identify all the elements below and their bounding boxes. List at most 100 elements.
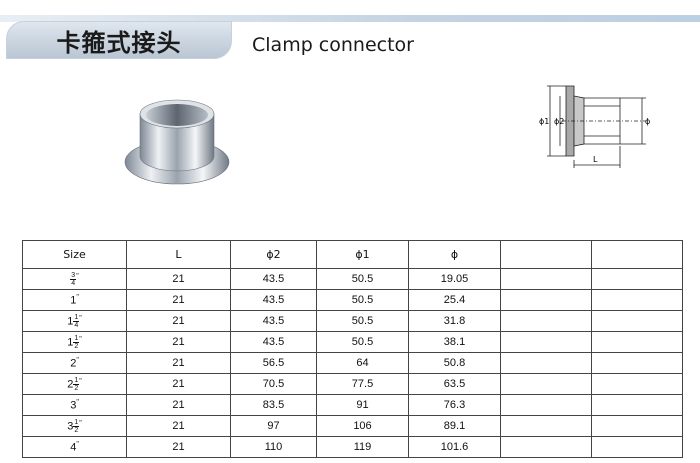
empty-cell: [500, 352, 592, 374]
empty-cell: [500, 310, 592, 332]
empty-cell: [500, 436, 592, 458]
phi2-cell: 83.5: [230, 394, 317, 416]
inch-mark: ": [79, 335, 82, 343]
column-header: [500, 240, 592, 269]
length-cell: 21: [126, 352, 231, 374]
header-bar: [0, 15, 700, 22]
empty-cell: [500, 289, 592, 311]
phi2-cell: 43.5: [230, 268, 317, 290]
phi-cell: 19.05: [408, 268, 501, 290]
empty-cell: [591, 373, 683, 395]
empty-cell: [591, 289, 683, 311]
phi-cell: 38.1: [408, 331, 501, 353]
phi-cell: 31.8: [408, 310, 501, 332]
technical-drawing: ϕ1 ϕ2 ϕ L: [539, 85, 650, 168]
phi2-cell: 43.5: [230, 331, 317, 353]
empty-cell: [591, 436, 683, 458]
phi-cell: 101.6: [408, 436, 501, 458]
title-box: 卡箍式接头: [6, 21, 232, 59]
inch-mark: ": [76, 398, 79, 406]
column-header: [591, 240, 683, 269]
product-photo: [124, 99, 230, 185]
size-cell: 4": [22, 436, 127, 458]
column-header: ϕ2: [230, 240, 317, 269]
length-cell: 21: [126, 289, 231, 311]
size-whole: 1: [67, 314, 74, 327]
column-header: ϕ1: [316, 240, 409, 269]
inch-mark: ": [79, 314, 82, 322]
phi1-cell: 50.5: [316, 331, 409, 353]
phi2-cell: 110: [230, 436, 317, 458]
phi2-cell: 43.5: [230, 289, 317, 311]
inch-mark: ": [79, 419, 82, 427]
empty-cell: [591, 352, 683, 374]
phi-cell: 50.8: [408, 352, 501, 374]
phi1-label: ϕ1: [539, 117, 549, 126]
length-cell: 21: [126, 373, 231, 395]
inch-mark: ": [76, 272, 79, 280]
page-title: 卡箍式接头: [56, 28, 182, 57]
phi1-cell: 106: [316, 415, 409, 437]
size-whole: 1: [67, 335, 74, 348]
phi-cell: 25.4: [408, 289, 501, 311]
size-cell: 1": [22, 289, 127, 311]
phi-cell: 63.5: [408, 373, 501, 395]
phi1-cell: 91: [316, 394, 409, 416]
phi1-cell: 50.5: [316, 289, 409, 311]
empty-cell: [500, 373, 592, 395]
size-whole: 4: [70, 441, 77, 454]
empty-cell: [591, 310, 683, 332]
phi2-cell: 56.5: [230, 352, 317, 374]
inch-mark: ": [76, 293, 79, 301]
empty-cell: [591, 415, 683, 437]
length-cell: 21: [126, 415, 231, 437]
size-whole: 3: [70, 399, 77, 412]
page-subtitle: Clamp connector: [252, 34, 414, 56]
length-cell: 21: [126, 394, 231, 416]
empty-cell: [500, 394, 592, 416]
inch-mark: ": [79, 377, 82, 385]
column-header: Size: [22, 240, 127, 269]
phi1-cell: 64: [316, 352, 409, 374]
phi1-cell: 50.5: [316, 268, 409, 290]
size-cell: 2": [22, 352, 127, 374]
phi2-cell: 70.5: [230, 373, 317, 395]
phi2-cell: 97: [230, 415, 317, 437]
column-header: L: [126, 240, 231, 269]
length-cell: 21: [126, 268, 231, 290]
size-whole: 1: [70, 294, 77, 307]
phi-cell: 76.3: [408, 394, 501, 416]
phi1-cell: 119: [316, 436, 409, 458]
empty-cell: [591, 268, 683, 290]
phi1-cell: 50.5: [316, 310, 409, 332]
size-whole: 2: [67, 377, 74, 390]
phi-label: ϕ: [645, 117, 650, 126]
phi1-cell: 77.5: [316, 373, 409, 395]
inch-mark: ": [76, 440, 79, 448]
length-cell: 21: [126, 310, 231, 332]
phi2-cell: 43.5: [230, 310, 317, 332]
size-whole: 3: [67, 419, 74, 432]
length-label: L: [593, 155, 598, 164]
empty-cell: [591, 331, 683, 353]
empty-cell: [500, 331, 592, 353]
